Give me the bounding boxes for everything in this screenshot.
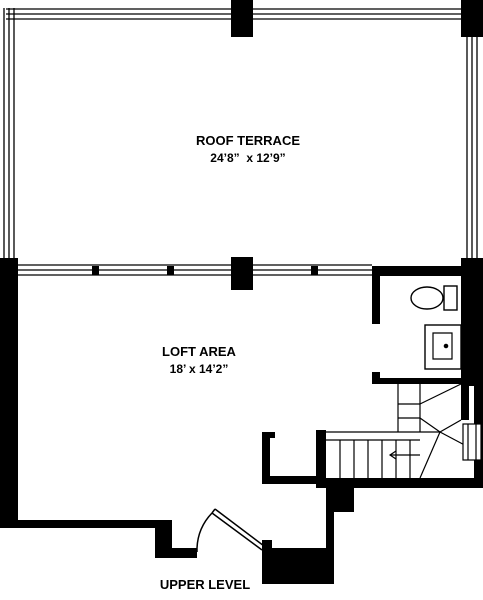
roof-terrace-dimensions: 24’8” x 12’9” bbox=[210, 151, 285, 165]
loft-area-name: LOFT AREA bbox=[162, 344, 237, 359]
columns bbox=[92, 0, 483, 290]
label-loft-area: LOFT AREA 18’ x 14’2” bbox=[162, 344, 237, 376]
roof-terrace-name: ROOF TERRACE bbox=[196, 133, 300, 148]
column-top-center bbox=[231, 0, 253, 37]
powder-room-fixtures bbox=[410, 285, 462, 370]
toilet-tank bbox=[443, 285, 458, 311]
staircase bbox=[326, 383, 482, 479]
vanity bbox=[424, 324, 462, 370]
column-top-right bbox=[461, 0, 483, 37]
column-mid-center bbox=[231, 257, 253, 290]
loft-area-dimensions: 18’ x 14’2” bbox=[170, 362, 229, 376]
label-roof-terrace: ROOF TERRACE 24’8” x 12’9” bbox=[196, 133, 300, 165]
toilet-bowl bbox=[410, 286, 444, 310]
walls bbox=[0, 258, 483, 584]
entry-door bbox=[196, 508, 265, 552]
level-label: UPPER LEVEL bbox=[160, 577, 250, 592]
